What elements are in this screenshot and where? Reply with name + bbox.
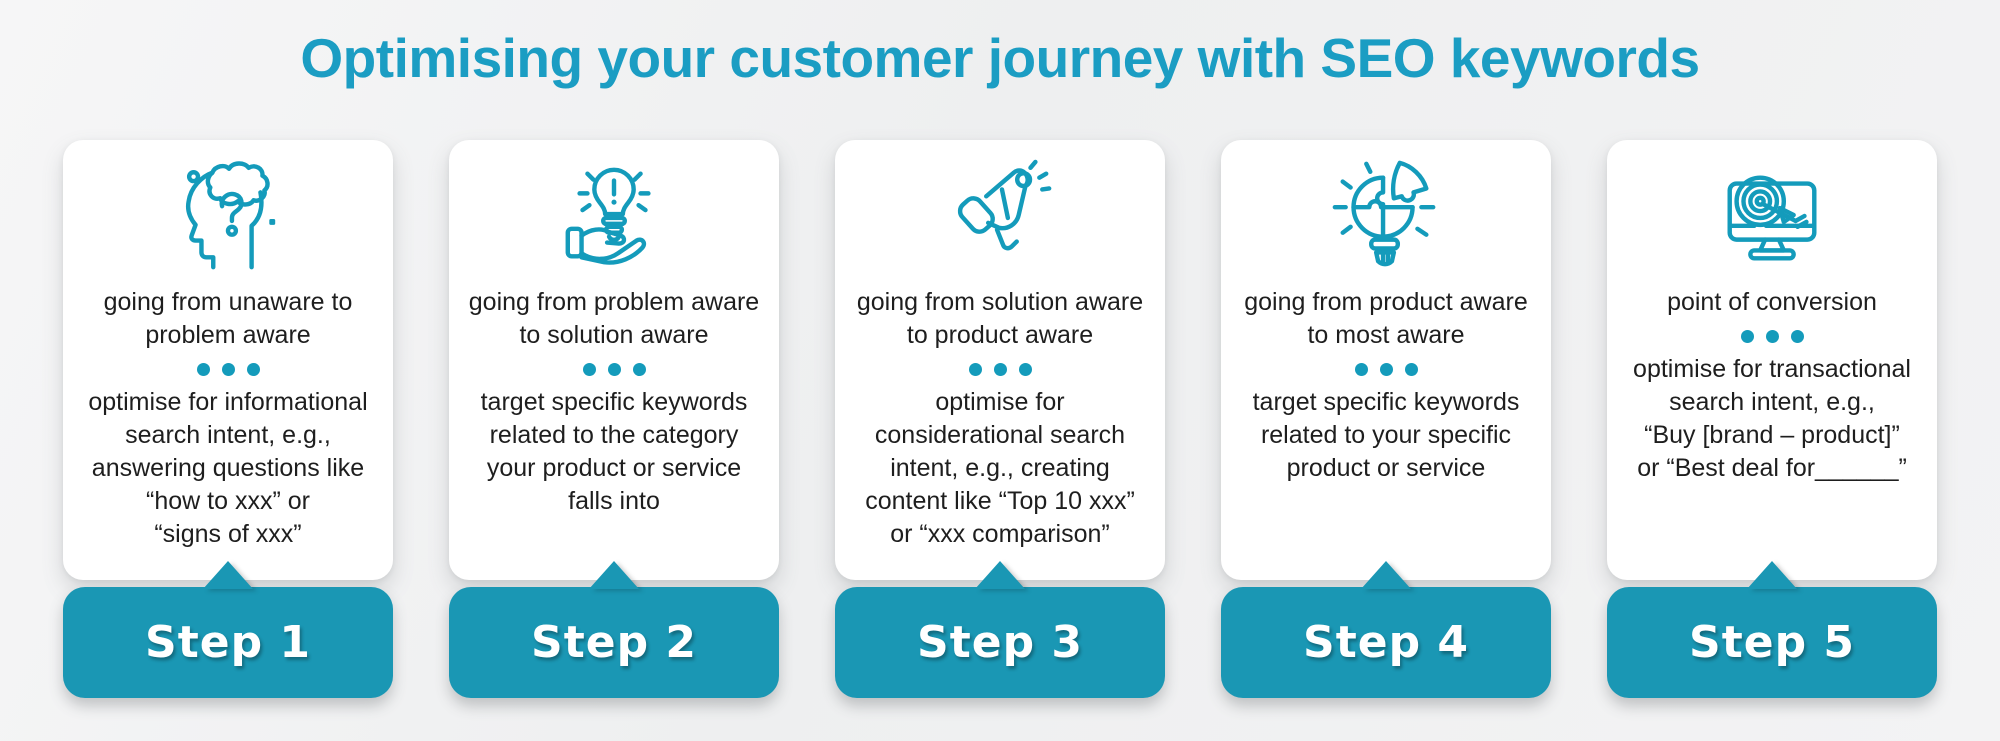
dot: [607, 363, 621, 376]
card-panel-4: going from product aware to most aware t…: [1221, 140, 1551, 580]
step-card-3: going from solution aware to product awa…: [835, 140, 1165, 698]
separator-dots: [582, 363, 646, 376]
steps-row: going from unaware to problem aware opti…: [0, 140, 2000, 698]
card-heading: point of conversion: [1667, 288, 1877, 316]
card-body: target specific keywords related to the …: [480, 388, 748, 515]
dot: [221, 363, 235, 376]
card-panel-5: point of conversion optimise for transac…: [1607, 140, 1937, 580]
dot: [993, 363, 1007, 376]
separator-dots: [1740, 330, 1804, 343]
card-body: optimise for informational search intent…: [88, 388, 368, 548]
card-panel-2: going from problem aware to solution awa…: [449, 140, 779, 580]
dot: [968, 363, 982, 376]
up-arrow: [1361, 561, 1411, 589]
card-body: target specific keywords related to your…: [1252, 388, 1520, 482]
dot: [1740, 330, 1754, 343]
separator-dots: [1354, 363, 1418, 376]
step-banner-4: Step 4: [1221, 561, 1551, 698]
step-banner-1: Step 1: [63, 561, 393, 698]
dot: [1018, 363, 1032, 376]
dot: [582, 363, 596, 376]
up-arrow: [975, 561, 1025, 589]
step-banner-2: Step 2: [449, 561, 779, 698]
dot: [1790, 330, 1804, 343]
monitor-target-icon: [1713, 154, 1831, 278]
up-arrow: [589, 561, 639, 589]
step-banner-5: Step 5: [1607, 561, 1937, 698]
step-banner-3: Step 3: [835, 561, 1165, 698]
card-body: optimise for considerational search inte…: [865, 388, 1135, 548]
dot: [246, 363, 260, 376]
step-label: Step 4: [1303, 617, 1469, 668]
step-card-4: going from product aware to most aware t…: [1221, 140, 1551, 698]
step-card-2: going from problem aware to solution awa…: [449, 140, 779, 698]
step-card-5: point of conversion optimise for transac…: [1607, 140, 1937, 698]
card-heading: going from unaware to problem aware: [103, 288, 353, 349]
card-body: optimise for transactional search intent…: [1633, 355, 1911, 482]
page-title: Optimising your customer journey with SE…: [300, 27, 1700, 89]
thinking-head-icon: [169, 154, 287, 278]
dot: [1404, 363, 1418, 376]
step-label: Step 2: [531, 617, 697, 668]
card-panel-1: going from unaware to problem aware opti…: [63, 140, 393, 580]
idea-hand-bulb-icon: [555, 154, 673, 278]
step-label: Step 5: [1689, 617, 1855, 668]
puzzle-bulb-icon: [1327, 154, 1445, 278]
dot: [1354, 363, 1368, 376]
up-arrow: [1747, 561, 1797, 589]
separator-dots: [968, 363, 1032, 376]
card-panel-3: going from solution aware to product awa…: [835, 140, 1165, 580]
up-arrow: [203, 561, 253, 589]
dot: [1379, 363, 1393, 376]
step-card-1: going from unaware to problem aware opti…: [63, 140, 393, 698]
dot: [196, 363, 210, 376]
card-heading: going from solution aware to product awa…: [856, 288, 1144, 349]
card-heading: going from problem aware to solution awa…: [468, 288, 760, 349]
step-label: Step 3: [917, 617, 1083, 668]
step-label: Step 1: [145, 617, 311, 668]
megaphone-icon: [941, 154, 1059, 278]
dot: [1765, 330, 1779, 343]
dot: [632, 363, 646, 376]
separator-dots: [196, 363, 260, 376]
card-heading: going from product aware to most aware: [1244, 288, 1528, 349]
